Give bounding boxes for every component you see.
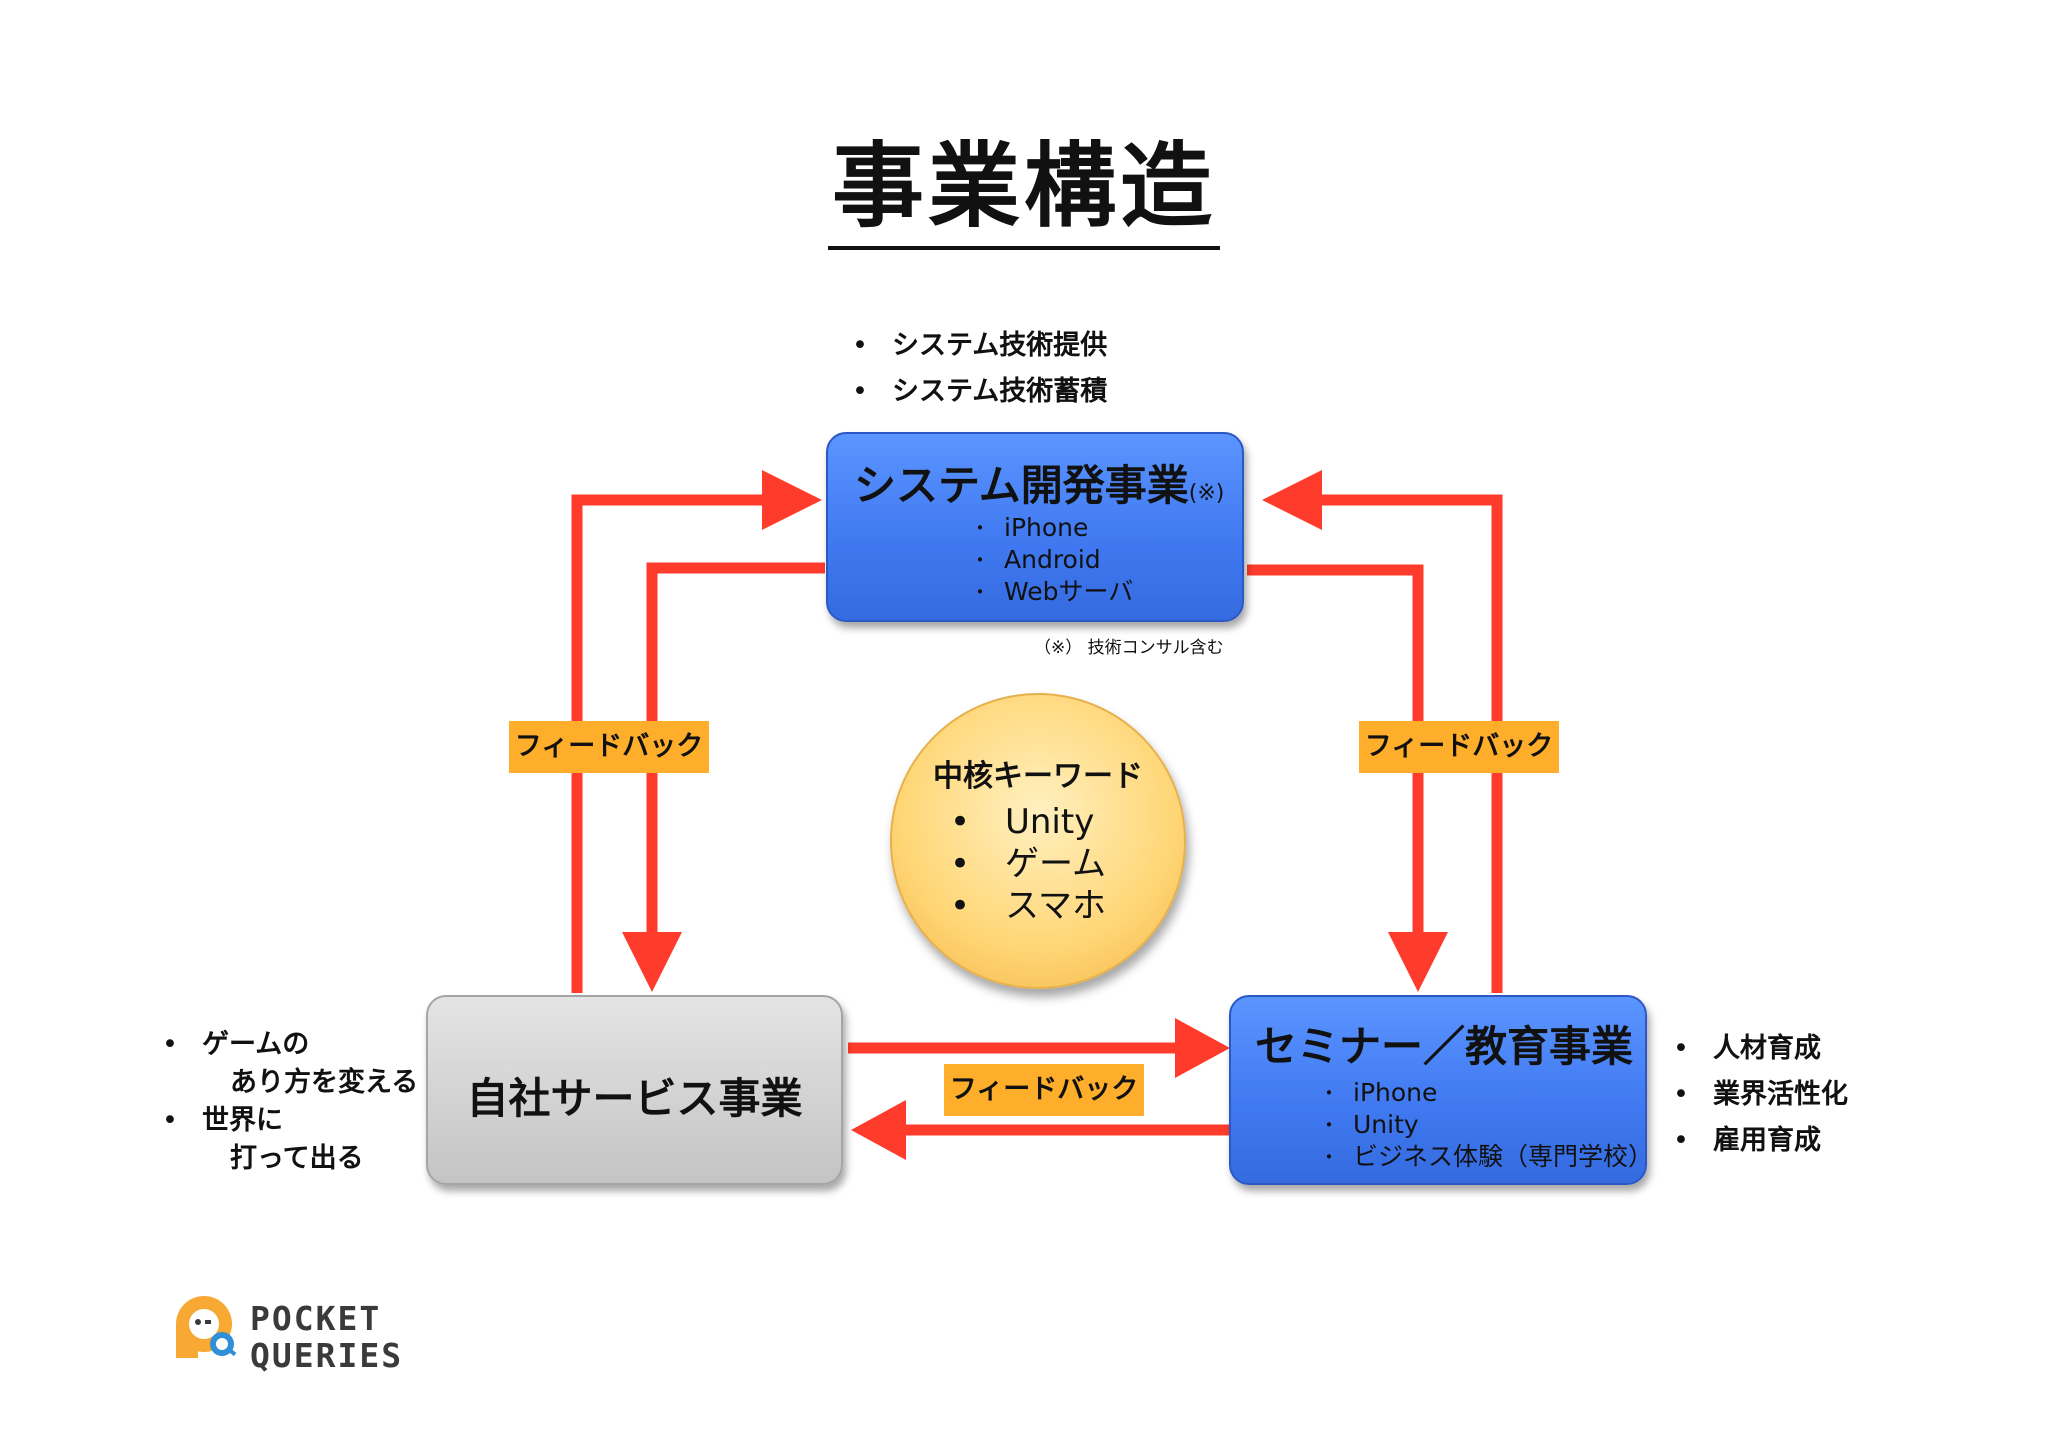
feedback-label-left: フィードバック [509, 721, 709, 773]
list-item: 雇用育成 [1673, 1118, 1848, 1164]
seminar-title: セミナー／教育事業 [1255, 1022, 1634, 1071]
list-item: スマホ [950, 885, 1106, 927]
list-item: iPhone [970, 512, 1133, 544]
system-dev-title: システム開発事業(※) [854, 461, 1225, 510]
arrow-system-to-seminar [1247, 564, 1424, 932]
arrowhead [762, 470, 822, 530]
core-keywords-title: 中核キーワード [933, 759, 1143, 794]
feedback-label-bottom: フィードバック [944, 1064, 1144, 1116]
core-keywords-list: Unity ゲーム スマホ [950, 801, 1106, 927]
arrowhead [1175, 1018, 1230, 1078]
system-footnote: （※） 技術コンサル含む [1034, 638, 1224, 658]
arrowhead [1388, 932, 1448, 992]
seminar-box: セミナー／教育事業 iPhone Unity ビジネス体験（専門学校） [1229, 995, 1653, 1185]
own-service-box: 自社サービス事業 [426, 995, 843, 1185]
list-item: Unity [950, 801, 1106, 843]
feedback-label-right: フィードバック [1359, 721, 1559, 773]
own-service-title: 自社サービス事業 [466, 1074, 803, 1123]
arrowhead [1262, 470, 1322, 530]
service-notes: ゲームの あり方を変える 世界に 打って出る [162, 1026, 418, 1178]
list-item: システム技術提供 [852, 323, 1107, 369]
system-notes: システム技術提供 システム技術蓄積 [852, 323, 1107, 415]
arrowhead [622, 932, 682, 992]
arrow-system-to-service [646, 562, 825, 932]
logo-wordmark: POCKET QUERIES [250, 1299, 404, 1375]
seminar-items: iPhone Unity ビジネス体験（専門学校） [1319, 1077, 1653, 1173]
list-item: ゲームの あり方を変える [162, 1026, 418, 1102]
arrow-seminar-to-system [1322, 494, 1503, 993]
arrowhead [851, 1100, 906, 1160]
list-item: 世界に 打って出る [162, 1102, 418, 1178]
list-item: Android [970, 544, 1133, 576]
list-item: 業界活性化 [1673, 1072, 1848, 1118]
core-keywords-circle: 中核キーワード Unity ゲーム スマホ [890, 693, 1186, 989]
seminar-notes: 人材育成 業界活性化 雇用育成 [1673, 1026, 1848, 1164]
list-item: システム技術蓄積 [852, 369, 1107, 415]
list-item: Unity [1319, 1109, 1653, 1141]
arrow-service-to-system [571, 494, 762, 993]
system-dev-items: iPhone Android Webサーバ [970, 512, 1133, 608]
list-item: Webサーバ [970, 576, 1133, 608]
list-item: 人材育成 [1673, 1026, 1848, 1072]
list-item: ゲーム [950, 843, 1106, 885]
pocket-queries-logo-icon [176, 1296, 237, 1358]
list-item: ビジネス体験（専門学校） [1319, 1141, 1653, 1173]
page-title: 事業構造 [0, 112, 2048, 250]
list-item: iPhone [1319, 1077, 1653, 1109]
system-dev-box: システム開発事業(※) iPhone Android Webサーバ [826, 432, 1244, 622]
